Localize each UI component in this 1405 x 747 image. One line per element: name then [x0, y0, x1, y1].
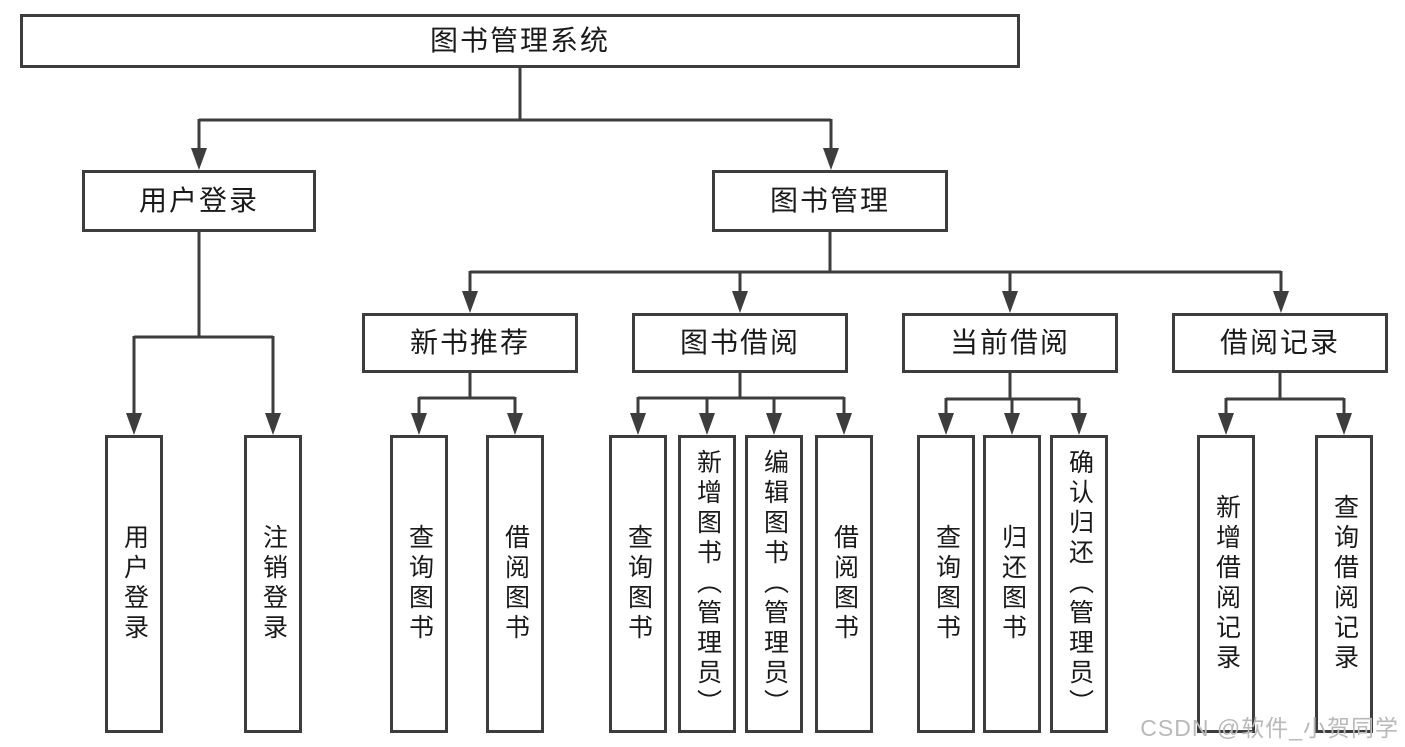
connector-borrowing-to-leaves — [636, 372, 846, 416]
leaf-add-book-admin: 新增图书（管理员） — [678, 435, 736, 733]
connector-root-to-level2 — [197, 66, 833, 150]
leaf-query-books-current: 查询图书 — [917, 435, 975, 733]
node-current-borrowing: 当前借阅 — [902, 313, 1118, 373]
arrowhead-icons — [126, 148, 1352, 435]
leaf-return-book-label: 归还图书 — [998, 524, 1027, 644]
leaf-query-books-recommend-label: 查询图书 — [405, 524, 434, 644]
connector-bookmgmt-to-level3 — [468, 231, 1283, 294]
leaf-user-login-label: 用户登录 — [120, 524, 149, 644]
connector-newbooks-to-leaves — [417, 372, 517, 416]
leaf-query-books-current-label: 查询图书 — [932, 524, 961, 644]
connector-userlogin-to-leaves — [132, 231, 275, 416]
csdn-watermark: CSDN @软件_小贺同学 — [1140, 715, 1399, 741]
node-borrowing-records-label: 借阅记录 — [1219, 327, 1340, 358]
leaf-confirm-return-admin-label: 确认归还（管理员） — [1065, 449, 1094, 719]
leaf-query-borrow-record: 查询借阅记录 — [1315, 435, 1373, 733]
leaf-logout: 注销登录 — [244, 435, 302, 733]
leaf-borrow-books-recommend-label: 借阅图书 — [501, 524, 530, 644]
leaf-add-borrow-record: 新增借阅记录 — [1197, 435, 1255, 733]
leaf-confirm-return-admin: 确认归还（管理员） — [1050, 435, 1108, 733]
node-current-borrowing-label: 当前借阅 — [949, 327, 1070, 358]
leaf-logout-label: 注销登录 — [259, 524, 288, 644]
leaf-query-books-borrowing: 查询图书 — [609, 435, 667, 733]
leaf-add-borrow-record-label: 新增借阅记录 — [1212, 494, 1241, 674]
leaf-query-books-borrowing-label: 查询图书 — [624, 524, 653, 644]
leaf-borrow-books-recommend: 借阅图书 — [486, 435, 544, 733]
node-new-book-recommendation: 新书推荐 — [362, 313, 578, 373]
node-book-management-label: 图书管理 — [769, 185, 890, 216]
node-book-borrowing-label: 图书借阅 — [679, 327, 800, 358]
connector-current-to-leaves — [944, 372, 1081, 416]
leaf-edit-book-admin: 编辑图书（管理员） — [745, 435, 803, 733]
leaf-borrow-books-borrowing: 借阅图书 — [815, 435, 873, 733]
node-user-login: 用户登录 — [82, 170, 316, 232]
leaf-query-borrow-record-label: 查询借阅记录 — [1330, 494, 1359, 674]
leaf-return-book: 归还图书 — [983, 435, 1041, 733]
node-book-management: 图书管理 — [712, 170, 948, 232]
leaf-query-books-recommend: 查询图书 — [390, 435, 448, 733]
leaf-user-login: 用户登录 — [105, 435, 163, 733]
leaf-add-book-admin-label: 新增图书（管理员） — [693, 449, 722, 719]
connector-records-to-leaves — [1224, 372, 1346, 416]
node-new-book-recommendation-label: 新书推荐 — [409, 327, 530, 358]
node-root-label: 图书管理系统 — [429, 25, 610, 56]
leaf-edit-book-admin-label: 编辑图书（管理员） — [760, 449, 789, 719]
node-root: 图书管理系统 — [20, 14, 1020, 68]
node-user-login-label: 用户登录 — [138, 185, 259, 216]
leaf-borrow-books-borrowing-label: 借阅图书 — [830, 524, 859, 644]
node-book-borrowing: 图书借阅 — [632, 313, 848, 373]
node-borrowing-records: 借阅记录 — [1172, 313, 1388, 373]
